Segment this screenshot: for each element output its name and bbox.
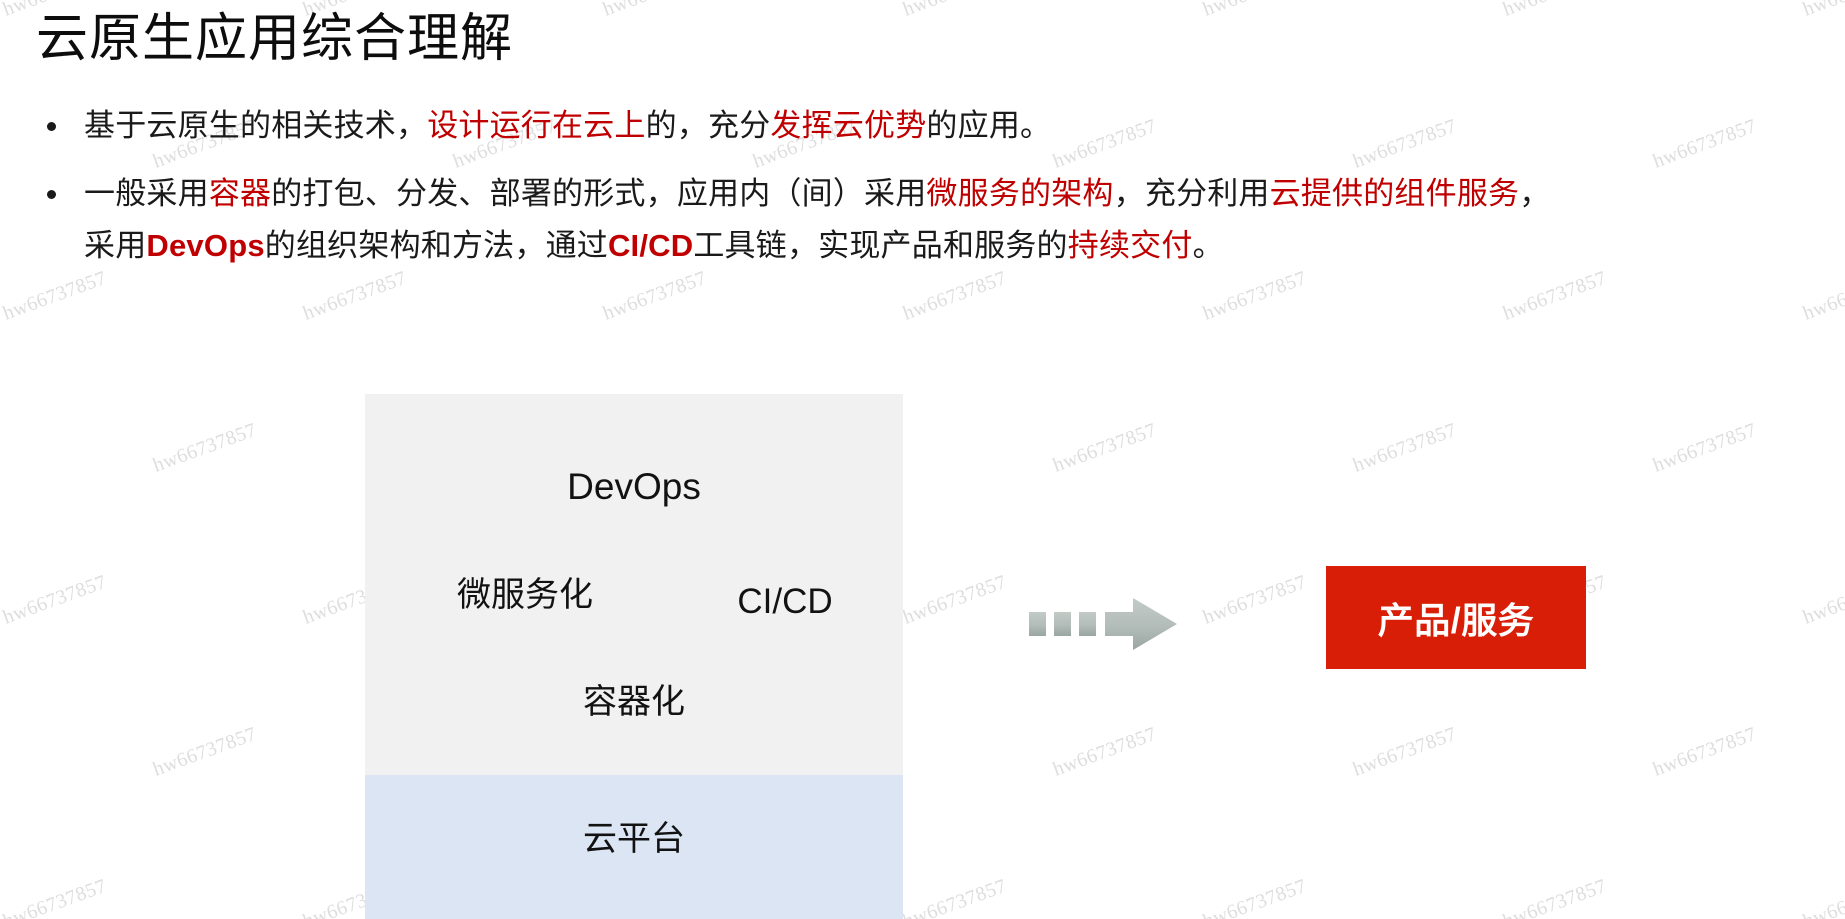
- bullet-text-run: 的组织架构和方法，通过: [264, 228, 608, 263]
- watermark-text: hw66737857: [1200, 266, 1310, 325]
- bullet-text-run: 。: [1192, 228, 1224, 263]
- stack-layer-microservices: 微服务化: [457, 576, 593, 614]
- watermark-text: hw66737857: [0, 874, 110, 919]
- bullet-text-run-highlight: DevOps: [146, 228, 265, 263]
- bullet-dot-icon: [47, 190, 56, 199]
- bullet-dot-icon: [47, 122, 56, 131]
- watermark-text: hw66737857: [1500, 874, 1610, 919]
- watermark-text: hw66737857: [150, 418, 260, 477]
- watermark-text: hw66737857: [1350, 722, 1460, 781]
- watermark-text: hw66737857: [1200, 0, 1310, 22]
- bullet-item-2: 一般采用容器的打包、分发、部署的形式，应用内（间）采用微服务的架构，充分利用云提…: [36, 168, 1836, 272]
- result-product-service-box: 产品/服务: [1326, 566, 1586, 669]
- watermark-text: hw66737857: [300, 266, 410, 325]
- page-title: 云原生应用综合理解: [36, 10, 514, 68]
- bullet-text-run: 的应用。: [926, 108, 1052, 143]
- watermark-text: hw66737857: [0, 570, 110, 629]
- bullet-text-run: ，充分利用: [1113, 176, 1270, 211]
- watermark-text: hw66737857: [1050, 418, 1160, 477]
- stack-layer-cloud-platform: 云平台: [583, 820, 685, 858]
- watermark-text: hw66737857: [1050, 722, 1160, 781]
- dotted-right-arrow-icon: [1027, 596, 1217, 652]
- bullet-line: 采用DevOps的组织架构和方法，通过CI/CD工具链，实现产品和服务的持续交付…: [84, 220, 1836, 272]
- stack-layer-devops: DevOps: [567, 466, 701, 507]
- bullet-text-run: 工具链，实现产品和服务的: [693, 228, 1068, 263]
- watermark-text: hw66737857: [1200, 874, 1310, 919]
- watermark-text: hw66737857: [600, 0, 710, 22]
- watermark-text: hw66737857: [1800, 874, 1845, 919]
- watermark-text: hw66737857: [900, 570, 1010, 629]
- bullet-list: 基于云原生的相关技术，设计运行在云上的，充分发挥云优势的应用。 一般采用容器的打…: [36, 100, 1836, 272]
- watermark-text: hw66737857: [900, 874, 1010, 919]
- stack-layer-cicd: CI/CD: [737, 582, 833, 621]
- bullet-line: 基于云原生的相关技术，设计运行在云上的，充分发挥云优势的应用。: [84, 100, 1836, 152]
- watermark-text: hw66737857: [1800, 570, 1845, 629]
- bullet-text-run-highlight: 设计运行在云上: [427, 108, 646, 143]
- bullet-text-run: 基于云原生的相关技术，: [84, 108, 428, 143]
- bullet-line: 一般采用容器的打包、分发、部署的形式，应用内（间）采用微服务的架构，充分利用云提…: [84, 168, 1836, 220]
- watermark-text: hw66737857: [900, 266, 1010, 325]
- bullet-text-run: 的打包、分发、部署的形式，应用内（间）采用: [271, 176, 927, 211]
- watermark-text: hw66737857: [900, 0, 1010, 22]
- watermark-text: hw66737857: [600, 266, 710, 325]
- stack-upper-panel: [365, 394, 903, 775]
- stack-cloud-platform-panel: [365, 775, 903, 919]
- bullet-text-run-highlight: 云提供的组件服务: [1269, 176, 1520, 211]
- bullet-text-run-highlight: 容器: [208, 176, 272, 211]
- bullet-text-run-highlight: 发挥云优势: [770, 108, 927, 143]
- watermark-text: hw66737857: [1500, 0, 1610, 22]
- bullet-text-run: ，: [1519, 176, 1551, 211]
- watermark-text: hw66737857: [0, 266, 110, 325]
- watermark-text: hw66737857: [1800, 266, 1845, 325]
- bullet-text-run: 一般采用: [84, 176, 209, 211]
- bullet-text-run-highlight: 持续交付: [1067, 228, 1193, 263]
- watermark-text: hw66737857: [1500, 266, 1610, 325]
- watermark-text: hw66737857: [1650, 722, 1760, 781]
- bullet-text-run: 的，充分: [645, 108, 771, 143]
- bullet-text-run-highlight: CI/CD: [607, 228, 694, 263]
- watermark-text: hw66737857: [1650, 418, 1760, 477]
- stack-layer-containerization: 容器化: [583, 683, 685, 721]
- bullet-item-1: 基于云原生的相关技术，设计运行在云上的，充分发挥云优势的应用。: [36, 100, 1836, 152]
- watermark-text: hw66737857: [1350, 418, 1460, 477]
- bullet-text-run: 采用: [84, 228, 147, 263]
- watermark-text: hw66737857: [1800, 0, 1845, 22]
- watermark-text: hw66737857: [150, 722, 260, 781]
- bullet-text-run-highlight: 微服务的架构: [926, 176, 1114, 211]
- cloud-native-stack-diagram: DevOps 微服务化 CI/CD 容器化 云平台: [365, 394, 903, 919]
- result-box-label: 产品/服务: [1377, 599, 1535, 641]
